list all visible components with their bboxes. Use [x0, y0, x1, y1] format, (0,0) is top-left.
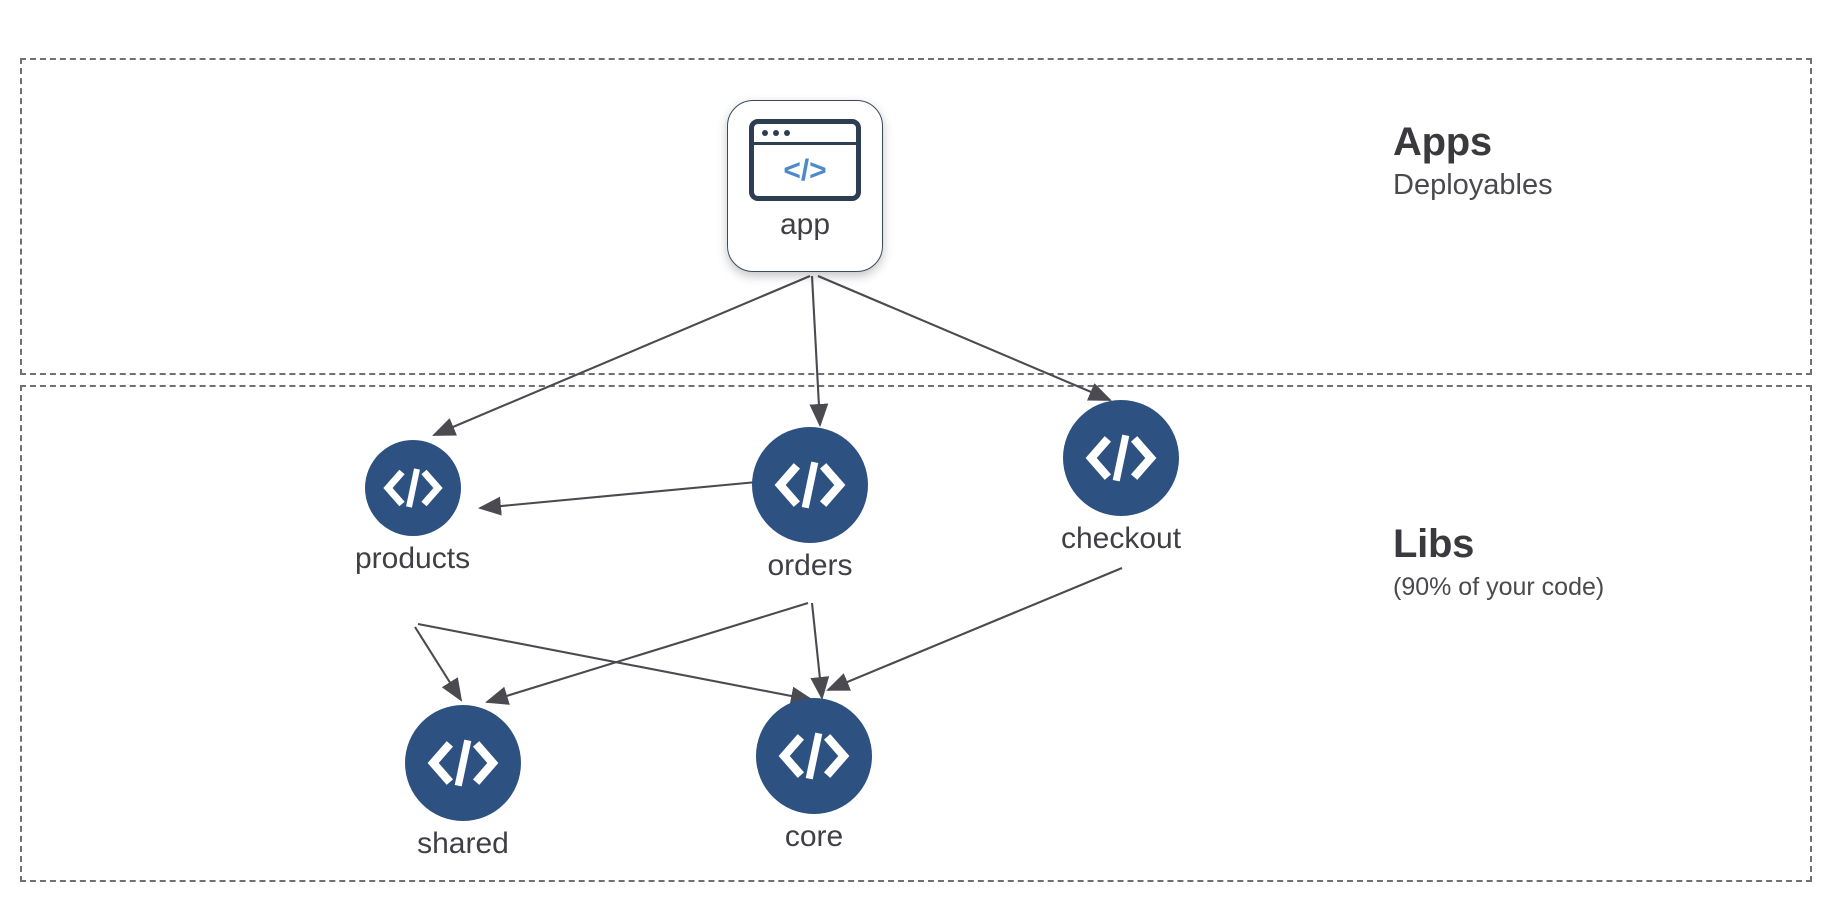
- code-brackets-glyph: [382, 468, 443, 508]
- node-shared-label: shared: [417, 827, 509, 860]
- node-app[interactable]: </> app: [727, 100, 883, 272]
- code-brackets-icon: [1063, 400, 1180, 516]
- code-brackets-icon: [752, 427, 868, 543]
- node-checkout[interactable]: checkout: [1061, 400, 1181, 556]
- zone-apps: [20, 58, 1812, 375]
- code-brackets-icon: [405, 705, 521, 821]
- code-brackets-glyph: </>: [783, 153, 827, 187]
- code-brackets-icon: [756, 698, 872, 814]
- node-core[interactable]: core: [756, 698, 872, 854]
- node-app-label: app: [779, 208, 831, 241]
- zone-libs-title: Libs: [1393, 522, 1475, 566]
- node-orders-label: orders: [767, 549, 853, 582]
- node-core-label: core: [784, 820, 844, 853]
- code-brackets-glyph: [774, 461, 846, 509]
- zone-caption-apps: Apps Deployables: [1393, 120, 1553, 201]
- node-orders[interactable]: orders: [752, 427, 868, 583]
- browser-dot-3: [784, 130, 790, 136]
- zone-libs-subtitle: (90% of your code): [1393, 572, 1605, 601]
- node-checkout-label: checkout: [1061, 522, 1182, 555]
- browser-window-code-icon: </>: [749, 119, 861, 201]
- code-brackets-glyph: [1085, 434, 1157, 482]
- browser-dot-1: [762, 130, 768, 136]
- node-products-label: products: [355, 542, 471, 575]
- code-brackets-icon: [364, 440, 461, 536]
- node-shared[interactable]: shared: [405, 705, 521, 861]
- browser-dot-2: [773, 130, 779, 136]
- zone-apps-title: Apps: [1393, 120, 1492, 164]
- zone-caption-libs: Libs (90% of your code): [1393, 522, 1604, 601]
- zone-apps-subtitle: Deployables: [1393, 168, 1553, 201]
- zone-libs: [20, 385, 1812, 882]
- code-brackets-glyph: [427, 739, 499, 787]
- code-brackets-glyph: [778, 732, 850, 780]
- node-products[interactable]: products: [355, 440, 470, 576]
- browser-titlebar: [754, 124, 856, 145]
